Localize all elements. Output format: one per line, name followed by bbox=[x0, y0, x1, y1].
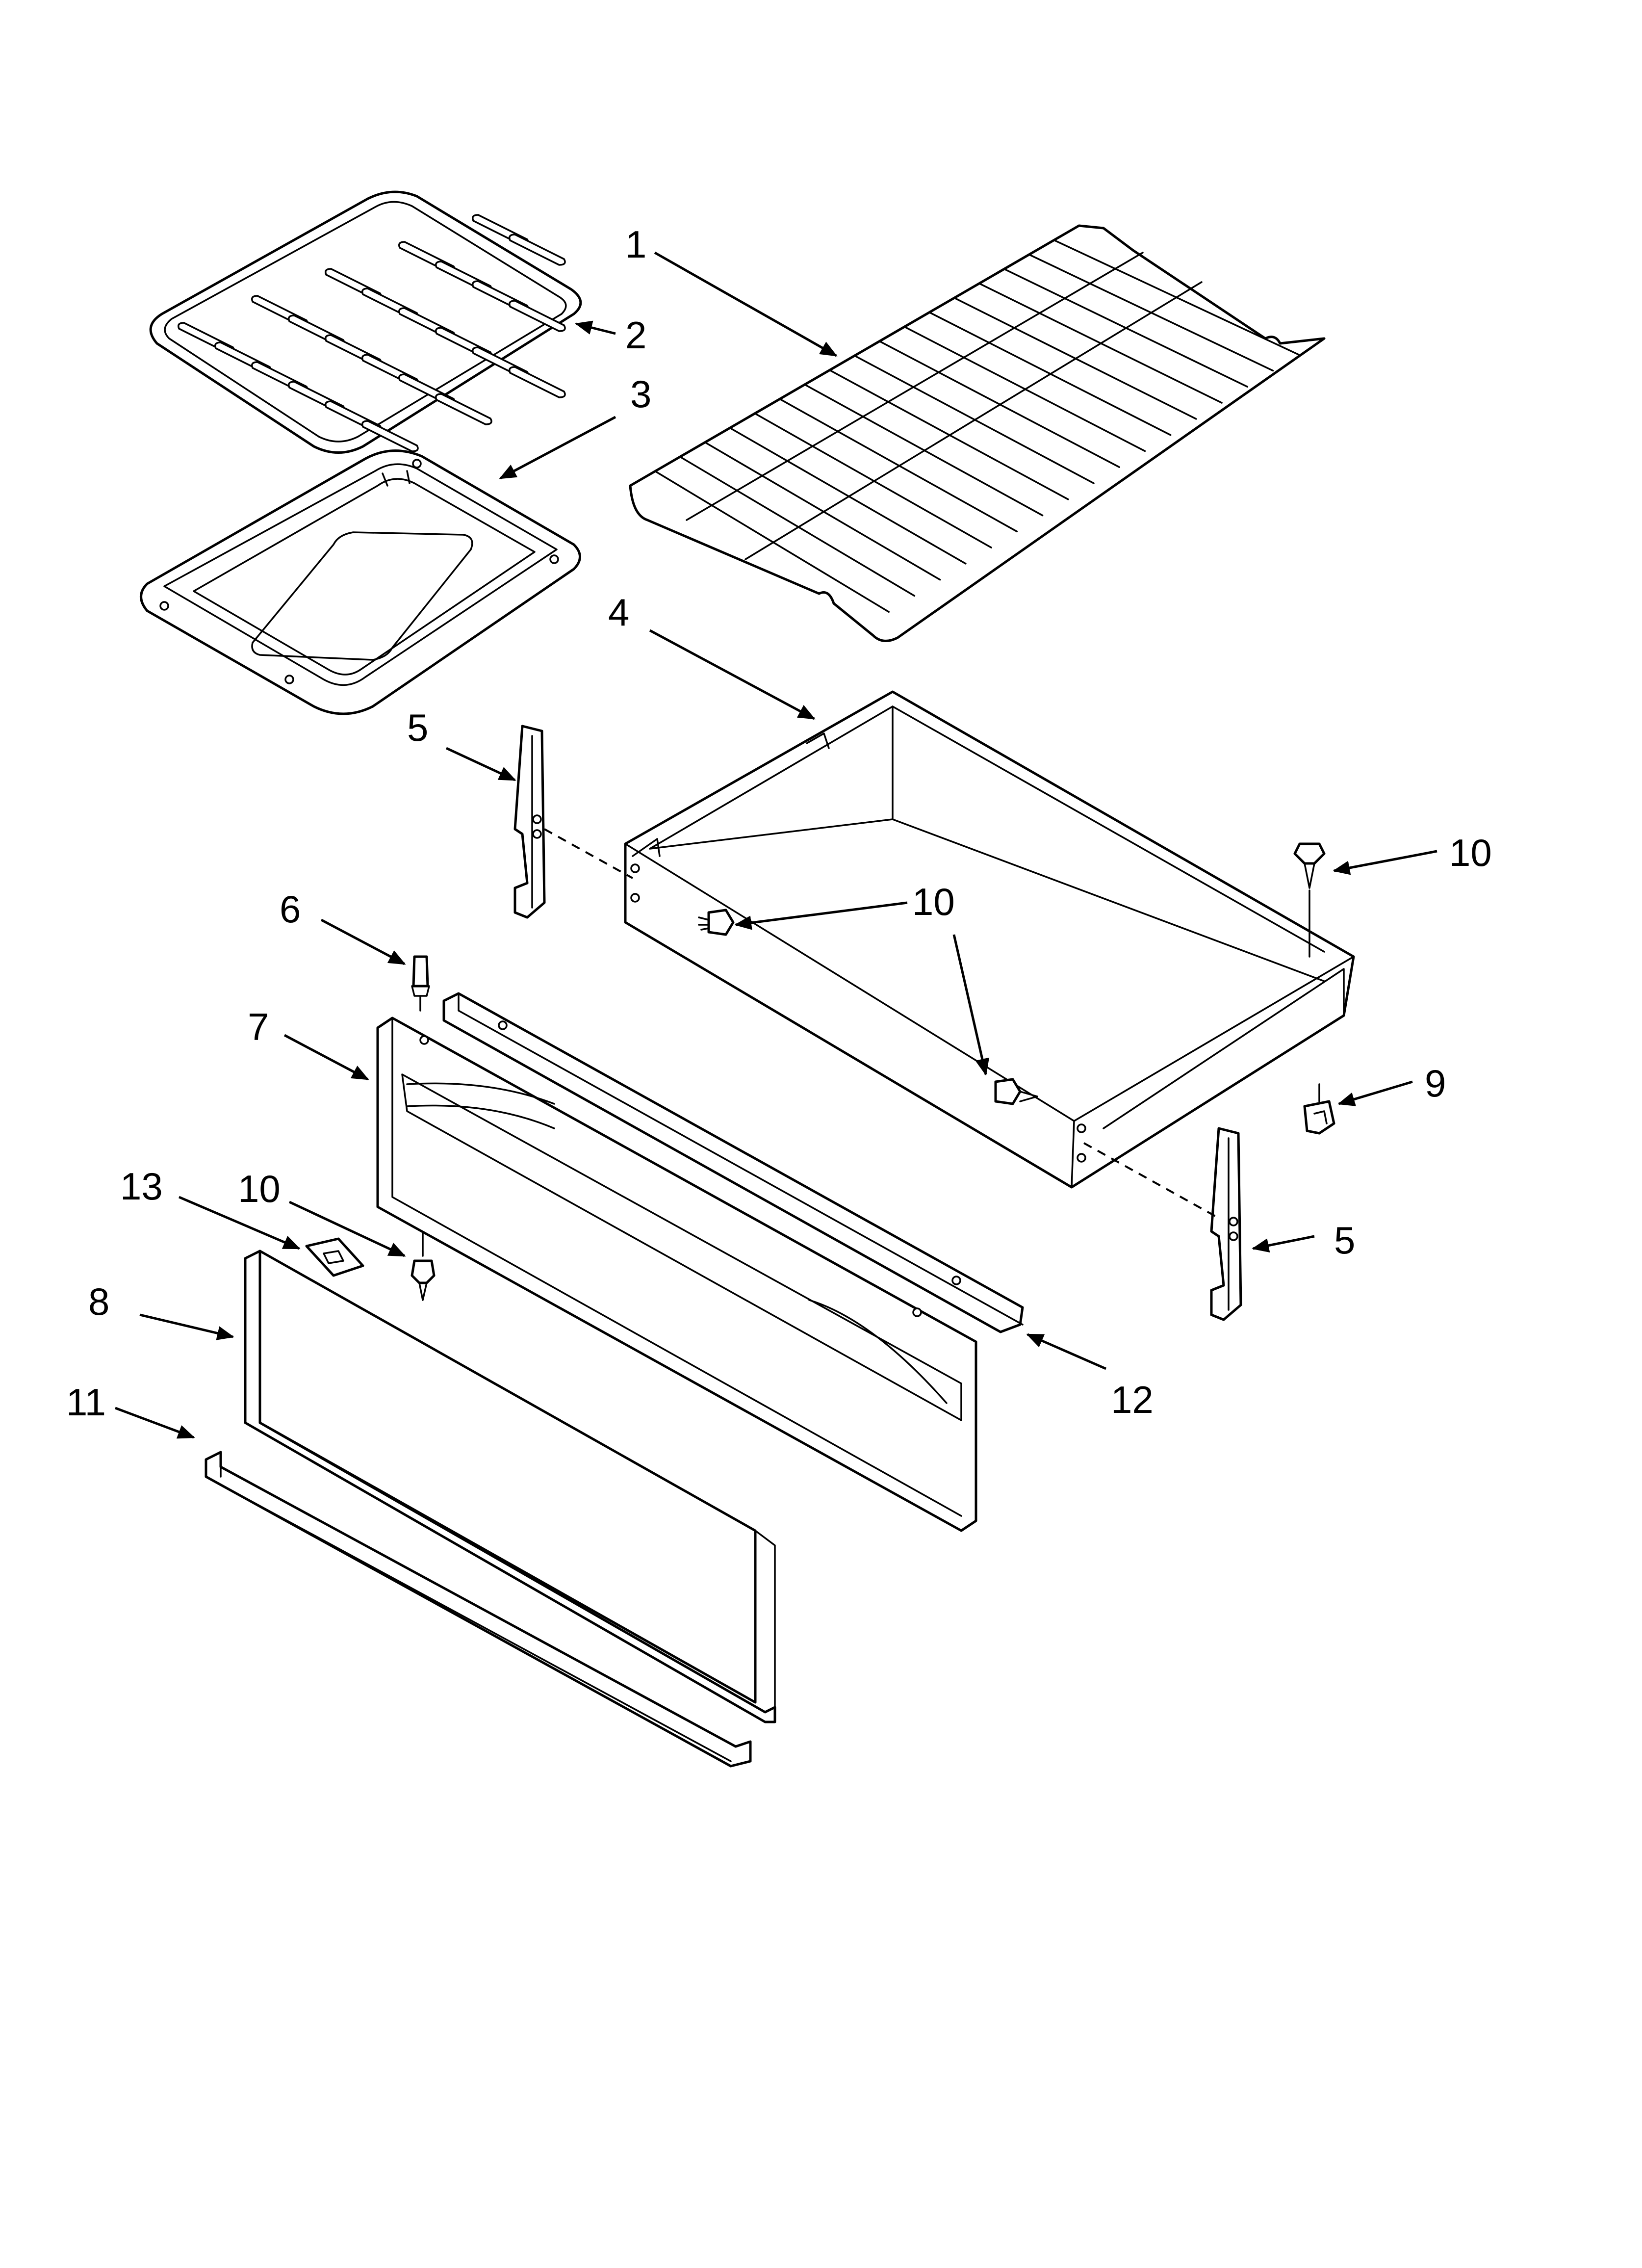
callout-6: 6 bbox=[280, 887, 301, 931]
leader-13 bbox=[179, 1196, 301, 1250]
stud-part bbox=[411, 955, 430, 1012]
leader-4 bbox=[649, 629, 816, 720]
callout-10c: 10 bbox=[238, 1167, 281, 1210]
callout-5a: 5 bbox=[407, 706, 428, 749]
leader-10a bbox=[734, 901, 908, 930]
clip-part bbox=[305, 1237, 364, 1277]
screw-drawer-center bbox=[994, 1078, 1038, 1105]
broiler-grid-slot bbox=[509, 366, 566, 398]
callout-9: 9 bbox=[1425, 1062, 1446, 1105]
kick-panel-part bbox=[244, 1250, 776, 1723]
broiler-pan-part bbox=[140, 449, 581, 715]
oven-rack-wire bbox=[779, 398, 1018, 533]
oven-rack-wire bbox=[654, 470, 890, 613]
screw-drawer-left bbox=[698, 909, 735, 936]
oven-rack-wire bbox=[704, 441, 941, 581]
oven-rack-wire bbox=[754, 413, 992, 548]
oven-rack-wire bbox=[679, 456, 916, 597]
drawer-body-part bbox=[624, 690, 1355, 1189]
callout-3: 3 bbox=[630, 372, 651, 416]
drawer-front-part bbox=[376, 1017, 977, 1532]
oven-rack-part bbox=[629, 224, 1326, 642]
drawer-slide-left-part bbox=[513, 725, 546, 919]
oven-rack-wire bbox=[804, 384, 1044, 517]
leader-10d bbox=[288, 1200, 406, 1257]
broiler-grid-slot bbox=[509, 234, 566, 266]
callout-5b: 5 bbox=[1334, 1219, 1355, 1262]
leader-10c bbox=[1333, 850, 1437, 875]
leader-1 bbox=[654, 251, 838, 357]
leader-3 bbox=[499, 416, 616, 480]
oven-rack-crossbar bbox=[686, 252, 1144, 521]
callout-10a: 10 bbox=[912, 880, 955, 923]
callout-10b: 10 bbox=[1449, 831, 1492, 874]
callout-1: 1 bbox=[625, 223, 646, 266]
broiler-grid-slot bbox=[435, 393, 492, 425]
drawer-clip-part bbox=[1303, 1083, 1335, 1135]
leader-2 bbox=[575, 320, 616, 335]
drawer-slide-right-part bbox=[1210, 1127, 1242, 1321]
callout-12: 12 bbox=[1111, 1378, 1154, 1421]
slide-alignment-line-right bbox=[1083, 1142, 1217, 1218]
callout-4: 4 bbox=[608, 591, 629, 634]
broiler-grid-slot bbox=[509, 300, 566, 332]
screw-panel bbox=[410, 1216, 436, 1301]
leader-8 bbox=[139, 1313, 234, 1340]
slide-alignment-line-left bbox=[544, 828, 633, 879]
callout-8: 8 bbox=[88, 1280, 109, 1323]
oven-rack-wires bbox=[654, 239, 1300, 613]
leader-5b bbox=[1252, 1235, 1315, 1253]
callout-2: 2 bbox=[625, 313, 646, 357]
broiler-grid-part bbox=[149, 190, 582, 454]
leader-9 bbox=[1337, 1080, 1413, 1106]
callout-11: 11 bbox=[66, 1381, 106, 1424]
callout-13: 13 bbox=[120, 1165, 163, 1208]
drawer-trim-part bbox=[442, 992, 1024, 1333]
leader-7 bbox=[283, 1034, 369, 1081]
broiler-grid-slots bbox=[178, 214, 566, 452]
leader-12 bbox=[1026, 1333, 1107, 1370]
oven-rack-wire bbox=[729, 427, 967, 565]
oven-rack-crossbar bbox=[744, 281, 1203, 560]
screw-drawer-right bbox=[1293, 842, 1326, 958]
leader-10b bbox=[952, 934, 990, 1076]
leader-11 bbox=[115, 1407, 195, 1439]
leader-5a bbox=[445, 747, 516, 782]
bottom-trim-part bbox=[205, 1451, 752, 1768]
broiler-grid-slot bbox=[361, 420, 419, 452]
callout-7: 7 bbox=[248, 1005, 269, 1048]
leader-6 bbox=[320, 918, 406, 965]
